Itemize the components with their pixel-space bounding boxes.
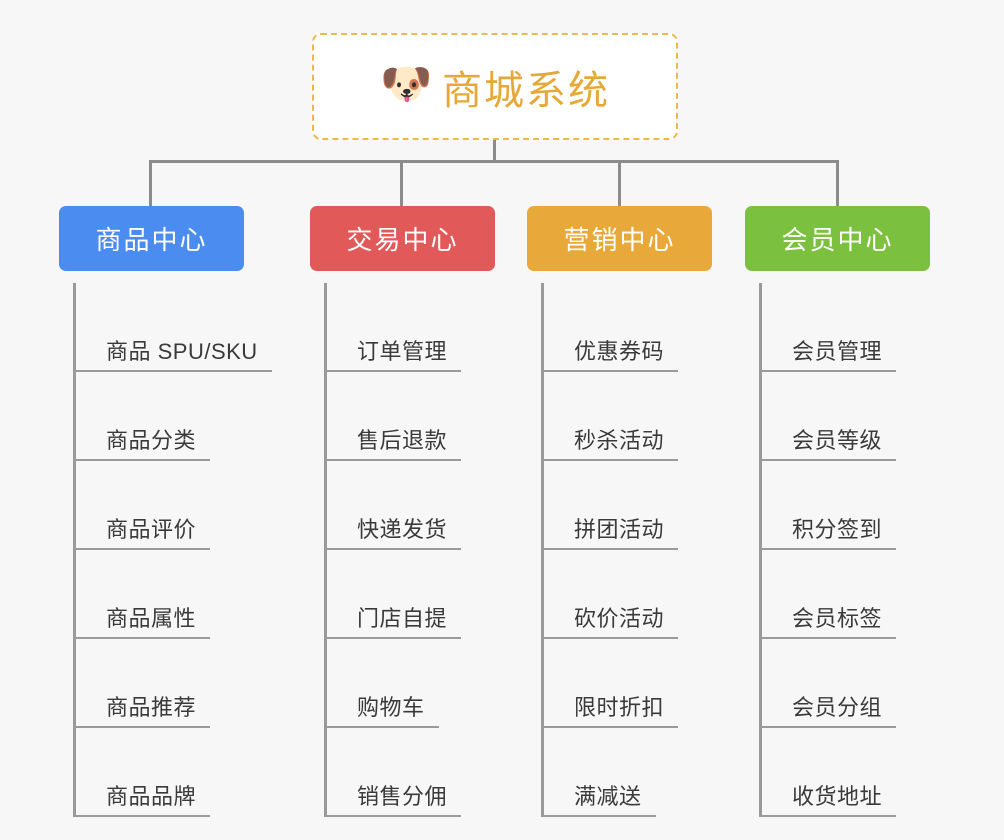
leaf-item[interactable]: 收货地址 <box>762 728 930 817</box>
leaf-item[interactable]: 商品品牌 <box>76 728 244 817</box>
column-marketing-center: 营销中心 优惠券码 秒杀活动 拼团活动 砍价活动 限时折扣 满减送 <box>527 206 712 817</box>
leaf-underline <box>327 548 461 550</box>
leaf-item[interactable]: 购物车 <box>327 639 495 728</box>
leaf-list-trade-center: 订单管理 售后退款 快递发货 门店自提 购物车 销售分佣 <box>324 283 495 817</box>
leaf-label: 满减送 <box>574 784 642 809</box>
leaf-underline <box>76 459 210 461</box>
leaf-label: 售后退款 <box>357 428 448 453</box>
leaf-item[interactable]: 会员标签 <box>762 550 930 639</box>
leaf-label: 积分签到 <box>792 517 883 542</box>
leaf-underline <box>76 815 210 817</box>
leaf-underline <box>762 459 896 461</box>
leaf-label: 会员标签 <box>792 606 883 631</box>
leaf-underline <box>76 370 272 372</box>
root-title: 商城系统 <box>442 68 610 113</box>
connector-drop-1 <box>149 160 152 206</box>
leaf-item[interactable]: 销售分佣 <box>327 728 495 817</box>
leaf-item[interactable]: 订单管理 <box>327 283 495 372</box>
leaf-label: 购物车 <box>357 695 425 720</box>
leaf-item[interactable]: 商品 SPU/SKU <box>76 283 272 372</box>
leaf-label: 商品评价 <box>106 517 197 542</box>
leaf-item[interactable]: 商品评价 <box>76 461 244 550</box>
leaf-underline <box>762 637 896 639</box>
leaf-label: 会员等级 <box>792 428 883 453</box>
leaf-item[interactable]: 商品属性 <box>76 550 244 639</box>
leaf-underline <box>544 548 678 550</box>
leaf-label: 会员管理 <box>792 339 883 364</box>
leaf-label: 商品品牌 <box>106 784 197 809</box>
column-header-product-center[interactable]: 商品中心 <box>59 206 244 271</box>
leaf-underline <box>544 815 656 817</box>
leaf-label: 会员分组 <box>792 695 883 720</box>
leaf-label: 订单管理 <box>357 339 448 364</box>
column-product-center: 商品中心 商品 SPU/SKU 商品分类 商品评价 商品属性 商品推荐 商品品牌 <box>59 206 272 817</box>
leaf-item[interactable]: 商品分类 <box>76 372 244 461</box>
leaf-label: 秒杀活动 <box>574 428 665 453</box>
leaf-item[interactable]: 限时折扣 <box>544 639 712 728</box>
connector-drop-2 <box>400 160 403 206</box>
leaf-item[interactable]: 拼团活动 <box>544 461 712 550</box>
leaf-label: 销售分佣 <box>357 784 448 809</box>
leaf-underline <box>327 370 461 372</box>
leaf-underline <box>544 637 678 639</box>
leaf-list-member-center: 会员管理 会员等级 积分签到 会员标签 会员分组 收货地址 <box>759 283 930 817</box>
leaf-label: 优惠券码 <box>574 339 665 364</box>
leaf-label: 商品 SPU/SKU <box>106 339 258 364</box>
leaf-underline <box>76 548 210 550</box>
leaf-label: 门店自提 <box>357 606 448 631</box>
leaf-label: 限时折扣 <box>574 695 665 720</box>
column-header-marketing-center[interactable]: 营销中心 <box>527 206 712 271</box>
leaf-underline <box>327 815 461 817</box>
leaf-item[interactable]: 会员管理 <box>762 283 930 372</box>
leaf-underline <box>327 726 439 728</box>
connector-root-stem <box>493 140 496 162</box>
leaf-item[interactable]: 门店自提 <box>327 550 495 639</box>
leaf-underline <box>762 548 896 550</box>
leaf-underline <box>544 726 678 728</box>
leaf-label: 拼团活动 <box>574 517 665 542</box>
root-node[interactable]: 🐶 商城系统 <box>312 33 678 140</box>
leaf-label: 快递发货 <box>357 517 448 542</box>
column-header-trade-center[interactable]: 交易中心 <box>310 206 495 271</box>
leaf-item[interactable]: 商品推荐 <box>76 639 244 728</box>
leaf-list-product-center: 商品 SPU/SKU 商品分类 商品评价 商品属性 商品推荐 商品品牌 <box>73 283 272 817</box>
connector-horizontal-bus <box>149 160 839 163</box>
column-header-member-center[interactable]: 会员中心 <box>745 206 930 271</box>
leaf-label: 商品推荐 <box>106 695 197 720</box>
leaf-underline <box>327 637 461 639</box>
leaf-item[interactable]: 会员分组 <box>762 639 930 728</box>
column-trade-center: 交易中心 订单管理 售后退款 快递发货 门店自提 购物车 销售分佣 <box>310 206 495 817</box>
leaf-item[interactable]: 满减送 <box>544 728 712 817</box>
leaf-underline <box>544 370 678 372</box>
column-member-center: 会员中心 会员管理 会员等级 积分签到 会员标签 会员分组 收货地址 <box>745 206 930 817</box>
leaf-item[interactable]: 会员等级 <box>762 372 930 461</box>
leaf-item[interactable]: 砍价活动 <box>544 550 712 639</box>
leaf-label: 商品分类 <box>106 428 197 453</box>
leaf-underline <box>762 726 896 728</box>
leaf-item[interactable]: 快递发货 <box>327 461 495 550</box>
leaf-item[interactable]: 售后退款 <box>327 372 495 461</box>
leaf-underline <box>762 815 896 817</box>
leaf-underline <box>327 459 461 461</box>
leaf-label: 商品属性 <box>106 606 197 631</box>
leaf-underline <box>544 459 678 461</box>
leaf-label: 收货地址 <box>792 784 883 809</box>
connector-drop-4 <box>836 160 839 206</box>
leaf-underline <box>76 637 210 639</box>
leaf-item[interactable]: 秒杀活动 <box>544 372 712 461</box>
leaf-list-marketing-center: 优惠券码 秒杀活动 拼团活动 砍价活动 限时折扣 满减送 <box>541 283 712 817</box>
leaf-item[interactable]: 优惠券码 <box>544 283 712 372</box>
leaf-underline <box>762 370 896 372</box>
leaf-label: 砍价活动 <box>574 606 665 631</box>
leaf-item[interactable]: 积分签到 <box>762 461 930 550</box>
leaf-underline <box>76 726 210 728</box>
connector-drop-3 <box>618 160 621 206</box>
shiba-dog-face-icon: 🐶 <box>380 59 433 107</box>
